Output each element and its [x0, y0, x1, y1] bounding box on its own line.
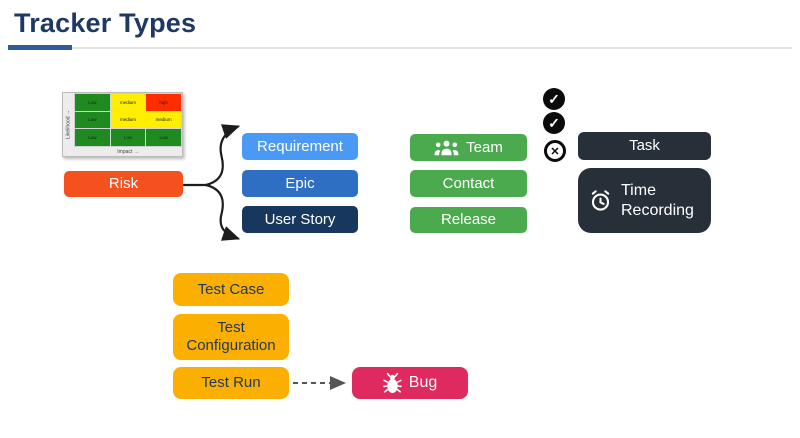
node-label: Bug: [408, 374, 438, 392]
matrix-cell: medium: [110, 94, 146, 111]
node-label: Epic: [285, 174, 315, 192]
node-label: Test Configuration: [186, 319, 276, 354]
node-label: Team: [466, 138, 503, 156]
tracker-node-time-recording: Time Recording: [578, 168, 711, 233]
node-label: Risk: [108, 175, 139, 192]
node-label: Test Run: [201, 374, 261, 391]
risk-matrix-grid: Low medium high Low medium medium Low Lo…: [74, 93, 182, 147]
header-divider: [8, 47, 792, 49]
tracker-node-release: Release: [410, 207, 527, 233]
tracker-node-risk: Risk: [64, 171, 183, 197]
cross-circle-icon: ✕: [544, 140, 566, 162]
node-label: User Story: [264, 210, 336, 228]
alarm-clock-icon: [591, 190, 610, 211]
bug-icon: [382, 372, 402, 393]
risk-fork-connector: [182, 124, 241, 241]
tracker-node-user-story: User Story: [242, 206, 358, 233]
tracker-node-task: Task: [578, 132, 711, 160]
node-label: Task: [629, 137, 660, 154]
matrix-cell: medium: [110, 111, 146, 129]
tracker-node-team: Team: [410, 134, 527, 161]
matrix-cell: Low: [75, 111, 110, 129]
matrix-cell: Low: [146, 129, 181, 146]
risk-matrix-y-axis-label: Likelihood →: [65, 110, 72, 139]
tracker-node-bug: Bug: [352, 367, 468, 399]
node-label: Requirement: [257, 137, 343, 155]
matrix-cell: Low: [75, 94, 110, 111]
header-divider-accent: [8, 45, 72, 50]
check-circle-icon: ✓: [543, 88, 565, 110]
check-circle-icon: ✓: [543, 112, 565, 134]
tracker-node-requirement: Requirement: [242, 133, 358, 160]
matrix-cell: high: [146, 94, 181, 111]
page-title: Tracker Types: [14, 8, 197, 38]
tracker-node-test-configuration: Test Configuration: [173, 314, 289, 360]
tracker-node-test-run: Test Run: [173, 367, 289, 399]
node-label: Contact: [442, 174, 495, 192]
node-label: Release: [440, 211, 497, 228]
cross-glyph: ✕: [550, 145, 560, 158]
node-label: Test Case: [197, 280, 265, 298]
risk-matrix-thumbnail: Likelihood → Low medium high Low medium …: [62, 92, 183, 157]
matrix-cell: Low: [75, 129, 110, 146]
tracker-node-test-case: Test Case: [173, 273, 289, 306]
team-icon: [434, 140, 459, 155]
matrix-cell: medium: [146, 111, 181, 129]
check-glyph: ✓: [548, 114, 560, 131]
tracker-node-epic: Epic: [242, 170, 358, 197]
matrix-cell: Low: [110, 129, 146, 146]
tracker-node-contact: Contact: [410, 170, 527, 197]
node-label: Time Recording: [621, 182, 694, 219]
check-glyph: ✓: [548, 90, 560, 107]
risk-matrix-x-axis-label: Impact →: [117, 148, 139, 155]
